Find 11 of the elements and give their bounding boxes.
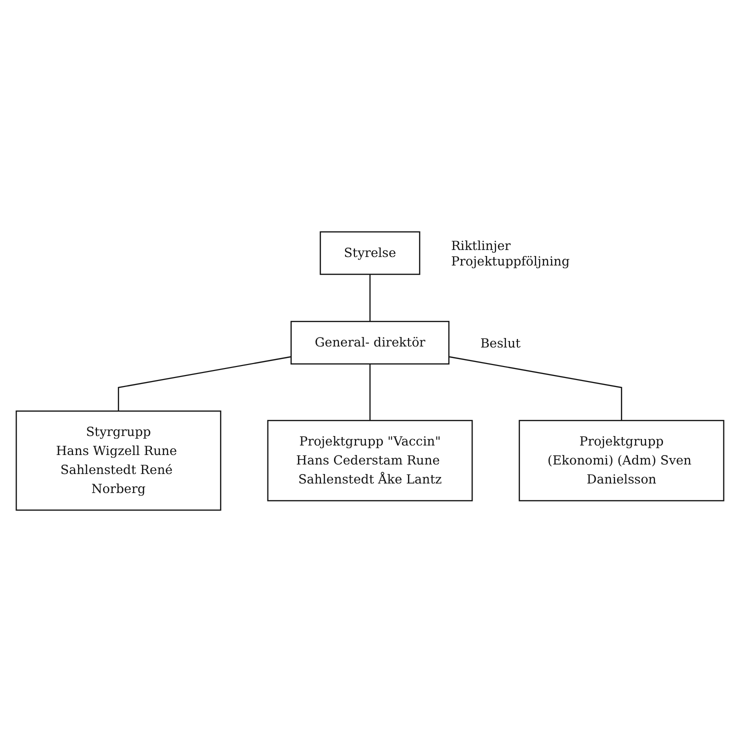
node-box: Projektgrupp (Ekonomi) (Adm) Sven Danielsson — [518, 420, 724, 502]
node-box: General- direktör — [290, 320, 450, 365]
node-box: Styrelse — [320, 231, 420, 275]
connector — [369, 274, 371, 322]
node-box: Styrgrupp Hans Wigzell Rune Sahlenstedt René Norberg — [16, 410, 222, 511]
side-note: Beslut — [480, 335, 521, 350]
connector — [448, 356, 622, 421]
side-note: Riktlinjer Projektuppföljning — [451, 238, 570, 269]
connector — [118, 356, 292, 412]
connector — [369, 364, 371, 421]
node-box: Projektgrupp "Vaccin" Hans Cederstam Rune Sahlenstedt Åke Lantz — [267, 420, 473, 502]
